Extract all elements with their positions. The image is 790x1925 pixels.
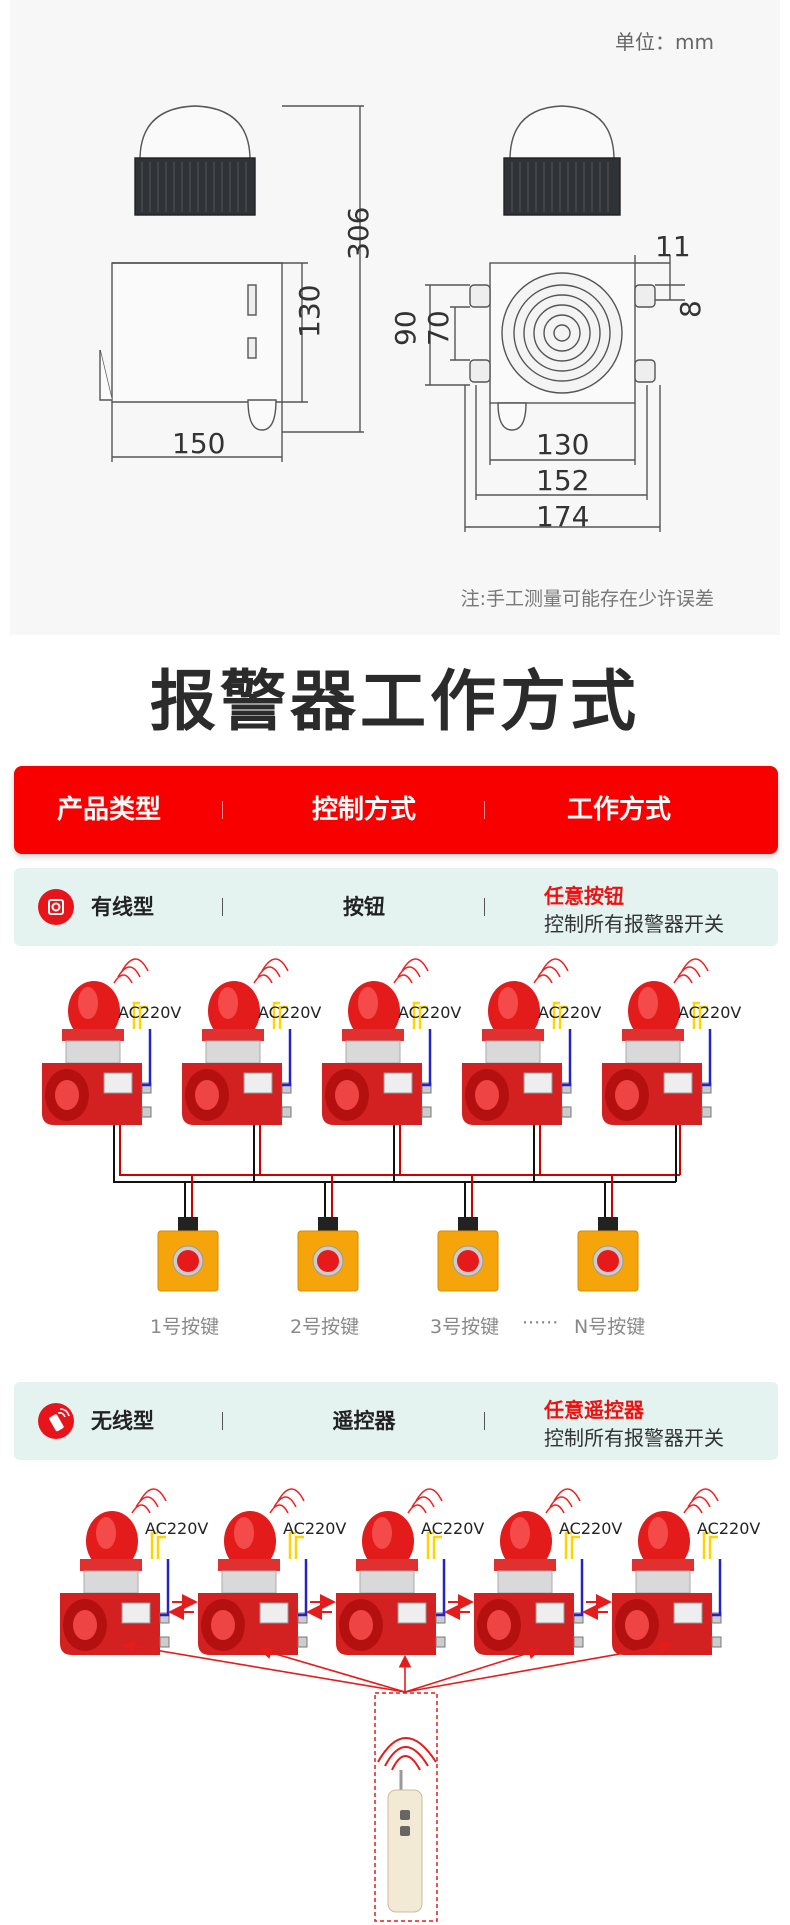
ac220v-label: AC220V (697, 1519, 760, 1538)
remote-control (374, 1692, 438, 1922)
front-view-drawing (425, 105, 685, 532)
ellipsis-label: ······ (522, 1312, 558, 1334)
button-icon (38, 889, 74, 925)
header-separator (222, 801, 223, 819)
dim-152: 152 (536, 464, 589, 497)
wiring-bus (113, 1125, 681, 1217)
row-separator (484, 898, 485, 916)
wireless-alarm-1 (58, 1487, 171, 1657)
wireless-type-label: 无线型 (91, 1409, 154, 1433)
wireless-alarm-3 (334, 1487, 447, 1657)
wireless-control-label: 遥控器 (332, 1409, 396, 1433)
wireless-work-highlight: 任意遥控器 (544, 1398, 644, 1422)
wireless-alarm-4 (472, 1487, 585, 1657)
remote-signal-arrows (121, 1640, 674, 1693)
header-control-method: 控制方式 (311, 795, 416, 825)
table-header-bar: 产品类型 控制方式 工作方式 (14, 766, 778, 854)
push-button-n (577, 1216, 639, 1292)
dim-130-vertical: 130 (293, 285, 326, 338)
ac220v-label: AC220V (559, 1519, 622, 1538)
wired-alarm-5 (600, 957, 713, 1127)
side-view-drawing (99, 105, 364, 462)
ac220v-label: AC220V (538, 1003, 601, 1022)
unit-label: 单位：mm (615, 30, 714, 54)
dim-8: 8 (674, 300, 707, 318)
wireless-link-arrows (168, 1594, 612, 1620)
header-product-type: 产品类型 (56, 795, 161, 825)
button-label-3: 3号按键 (430, 1316, 499, 1338)
dimension-drawing-panel: 306 130 150 (10, 0, 780, 635)
button-label-1: 1号按键 (150, 1316, 219, 1338)
wired-alarm-1 (40, 957, 153, 1127)
wired-type-row: 有线型 按钮 任意按钮 控制所有报警器开关 (14, 868, 778, 946)
wireless-work-text: 控制所有报警器开关 (544, 1426, 724, 1450)
dim-150: 150 (172, 427, 225, 460)
push-button-2 (297, 1216, 359, 1292)
ac220v-label: AC220V (421, 1519, 484, 1538)
ac220v-label: AC220V (118, 1003, 181, 1022)
ac220v-label: AC220V (283, 1519, 346, 1538)
ac220v-label: AC220V (398, 1003, 461, 1022)
button-label-n: N号按键 (574, 1316, 645, 1338)
wired-work-highlight: 任意按钮 (544, 884, 624, 908)
dim-11: 11 (655, 230, 691, 263)
wired-type-label: 有线型 (91, 895, 154, 919)
wired-control-label: 按钮 (343, 895, 385, 919)
header-work-method: 工作方式 (566, 795, 671, 825)
row-separator (484, 1412, 485, 1430)
wired-work-text: 控制所有报警器开关 (544, 912, 724, 936)
dimension-drawing: 306 130 150 (99, 105, 707, 533)
wireless-alarm-2 (196, 1487, 309, 1657)
row-separator (222, 1412, 223, 1430)
wired-alarm-3 (320, 957, 433, 1127)
dim-306: 306 (342, 207, 375, 260)
header-separator (484, 801, 485, 819)
dim-90: 90 (389, 310, 422, 346)
ac220v-label: AC220V (145, 1519, 208, 1538)
wireless-type-row: 无线型 遥控器 任意遥控器 控制所有报警器开关 (14, 1382, 778, 1460)
button-label-2: 2号按键 (290, 1316, 359, 1338)
ac220v-label: AC220V (258, 1003, 321, 1022)
wired-alarm-4 (460, 957, 573, 1127)
dim-174: 174 (536, 500, 589, 533)
section-heading: 报警器工作方式 (150, 663, 640, 740)
row-separator (222, 898, 223, 916)
wireless-alarm-5 (610, 1487, 723, 1657)
push-button-3 (437, 1216, 499, 1292)
dim-130-horizontal: 130 (536, 428, 589, 461)
wired-alarm-2 (180, 957, 293, 1127)
measurement-note: 注:手工测量可能存在少许误差 (460, 588, 714, 610)
ac220v-label: AC220V (678, 1003, 741, 1022)
push-button-1 (157, 1216, 219, 1292)
wired-diagram: AC220V AC220V AC220V AC220V AC220V 1号按键 … (40, 957, 741, 1338)
remote-icon (38, 1403, 74, 1439)
dim-70: 70 (422, 310, 455, 346)
wireless-diagram: AC220V AC220V AC220V AC220V AC220V (58, 1487, 760, 1922)
